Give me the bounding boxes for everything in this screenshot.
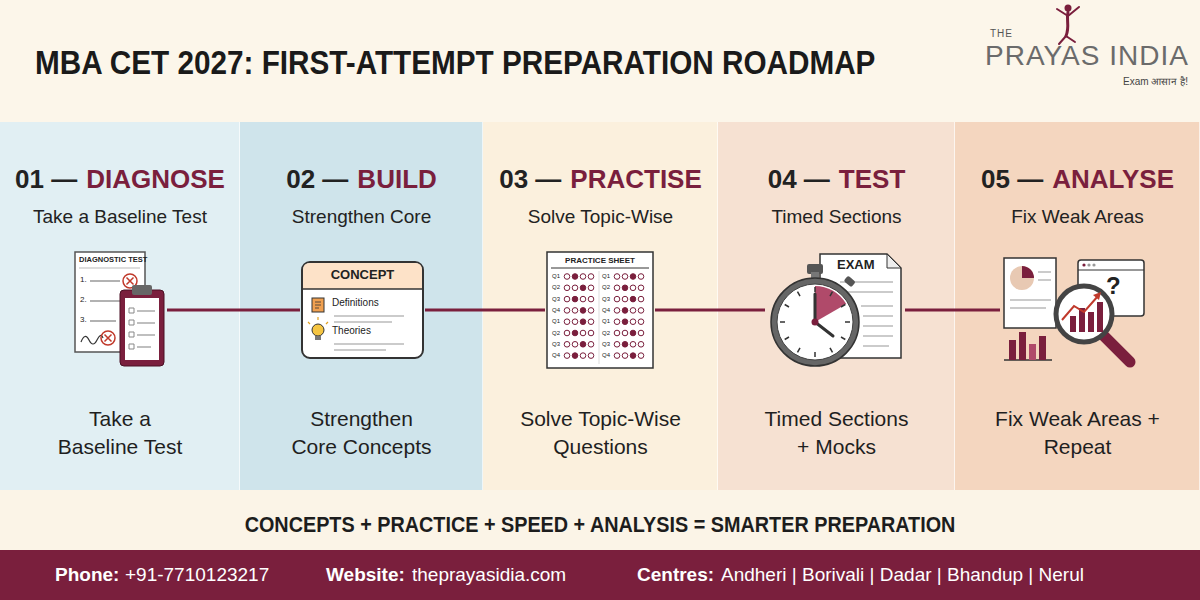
- logo-dancer-part: [1057, 7, 1079, 44]
- contact-label: Phone:: [55, 564, 119, 586]
- step-panel: 04 — TEST Timed SectionsTimed Sections + M…: [718, 122, 955, 490]
- icon-heading: CONCEPT: [300, 268, 425, 283]
- icon-text: 3.: [80, 315, 87, 324]
- step-subtitle: Timed Sections: [718, 206, 955, 228]
- exam-timer-icon: EXAM: [765, 250, 905, 370]
- question-number: Q3: [552, 341, 560, 348]
- logo-tagline: Exam आसान है!: [1060, 76, 1188, 88]
- step-name: ANALYSE: [1052, 165, 1174, 195]
- step-panel: 05 — ANALYSE Fix Weak AreasFix Weak Areas …: [955, 122, 1200, 490]
- logo-dancer-part: [1066, 12, 1068, 36]
- step-subtitle: Strengthen Core: [240, 206, 483, 228]
- step-subtitle: Take a Baseline Test: [0, 206, 240, 228]
- formula-text: CONCEPTS + PRACTICE + SPEED + ANALYSIS =…: [60, 512, 1140, 537]
- practice-sheet: PRACTICE SHEETQ1Q2Q3Q4Q1Q2Q3Q4Q1Q2Q3Q4Q1…: [545, 250, 655, 370]
- icon-text: Definitions: [332, 297, 379, 309]
- question-number: Q3: [602, 341, 610, 348]
- analysis-icon: ?: [1000, 250, 1150, 370]
- step-number: 05 —: [981, 165, 1043, 195]
- title-text: MBA CET 2027: FIRST-ATTEMPT PREPARATION …: [35, 44, 875, 82]
- question-number: Q2: [552, 330, 560, 337]
- diagnostic-test-icon: DIAGNOSTIC TEST 1. 2. 3.: [72, 250, 167, 370]
- question-number: Q1: [552, 273, 560, 280]
- contact-value: +91-7710123217: [125, 564, 269, 586]
- step-panel: 02 — BUILD Strengthen CoreStrengthen Core …: [240, 122, 483, 490]
- step-description: Timed Sections + Mocks: [759, 405, 915, 461]
- question-number: Q2: [602, 330, 610, 337]
- question-number: Q4: [602, 307, 610, 314]
- contact-label: Centres:: [637, 564, 714, 586]
- step-subtitle: Solve Topic-Wise: [483, 206, 718, 228]
- step-number: 03 —: [499, 165, 561, 195]
- question-number: Q2: [552, 284, 560, 291]
- step-description: Strengthen Core Concepts: [288, 405, 436, 461]
- step-panel: 03 — PRACTISE Solve Topic-WiseSolve Topic-…: [483, 122, 718, 490]
- question-number: Q4: [552, 352, 560, 359]
- concept-card: CONCEPT DefinitionsTheories: [300, 260, 425, 360]
- step-number: 02 —: [286, 165, 348, 195]
- question-number: Q2: [602, 284, 610, 291]
- question-number: Q1: [602, 318, 610, 325]
- contact-value: theprayasidia.com: [412, 564, 566, 586]
- icon-text: Theories: [332, 325, 371, 337]
- question-number: Q3: [552, 296, 560, 303]
- contact-label: Website:: [326, 564, 405, 586]
- question-number: Q1: [602, 273, 610, 280]
- icon-text: 1.: [80, 275, 87, 284]
- step-subtitle: Fix Weak Areas: [955, 206, 1200, 228]
- logo-dancer-part: [1065, 5, 1072, 12]
- icon-heading: EXAM: [837, 258, 875, 273]
- icon-text: 2.: [80, 295, 87, 304]
- icon-heading: PRACTICE SHEET: [545, 256, 655, 265]
- step-number: 04 —: [768, 165, 830, 195]
- logo-text: PRAYAS INDIA: [985, 40, 1189, 72]
- step-name: BUILD: [357, 165, 436, 195]
- logo-text: THE: [990, 28, 1013, 40]
- logo-dancer: [1057, 5, 1079, 45]
- step-name: TEST: [839, 165, 905, 195]
- step-name: PRACTISE: [570, 165, 701, 195]
- step-number: 01 —: [15, 165, 77, 195]
- question-number: Q4: [602, 352, 610, 359]
- step-description: Take a Baseline Test: [52, 405, 188, 461]
- question-number: Q4: [552, 307, 560, 314]
- step-name: DIAGNOSE: [86, 165, 225, 195]
- step-description: Solve Topic-Wise Questions: [510, 405, 692, 461]
- contact-value: Andheri | Borivali | Dadar | Bhandup | N…: [721, 564, 1084, 586]
- step-description: Fix Weak Areas + Repeat: [993, 405, 1163, 461]
- icon-heading: ?: [1106, 272, 1121, 300]
- question-number: Q3: [602, 296, 610, 303]
- question-number: Q1: [552, 318, 560, 325]
- step-panel: 01 —DIAGNOSETake a Baseline TestTake a B…: [0, 122, 240, 490]
- icon-heading: DIAGNOSTIC TEST: [79, 256, 147, 265]
